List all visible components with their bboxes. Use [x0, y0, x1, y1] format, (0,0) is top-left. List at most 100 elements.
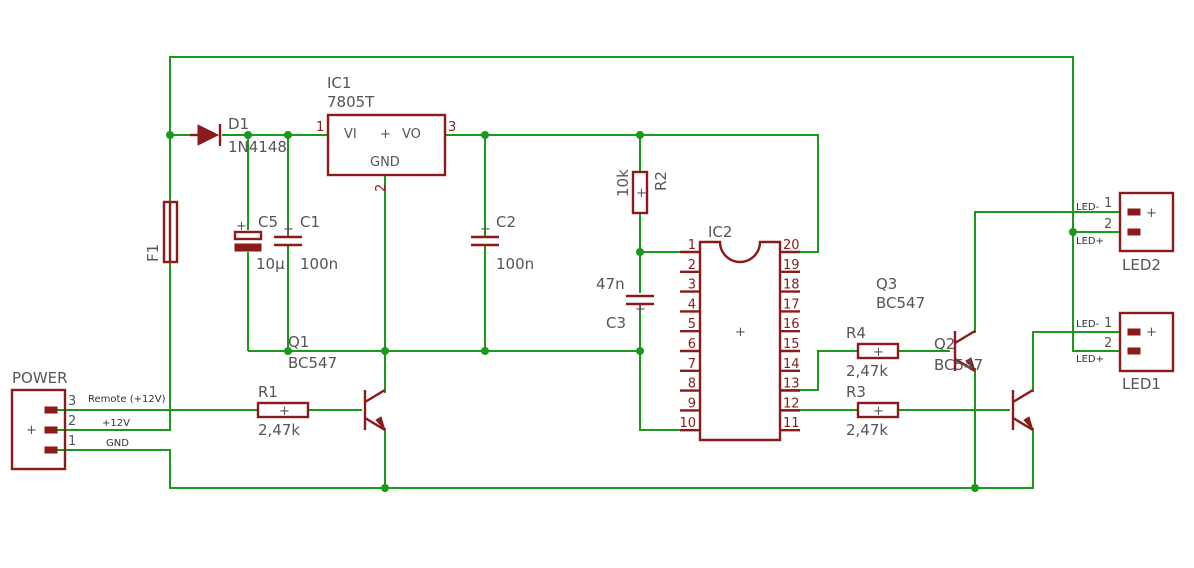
led2-pin2: 2 — [1104, 217, 1112, 232]
power-net-12v: +12V — [102, 418, 130, 429]
ic2-pin-number: 13 — [783, 377, 800, 392]
wires — [45, 56, 1120, 489]
ic2-pin-number: 1 — [688, 238, 696, 253]
led1-pin1: 1 — [1104, 316, 1112, 331]
ic1-pin-vi: VI — [344, 127, 357, 142]
c3-value: 47n — [596, 275, 625, 293]
d1-name: D1 — [228, 115, 249, 133]
fuse-f1: F1 — [144, 200, 179, 264]
ic2-pin-number: 11 — [783, 416, 800, 431]
resistor-r3: + R3 2,47k — [846, 383, 900, 439]
q1-name: Q1 — [288, 333, 309, 351]
ic2-pin-number: 15 — [783, 337, 800, 352]
ic2-pin-number: 6 — [688, 337, 696, 352]
svg-text:+: + — [635, 302, 646, 317]
led1-connector: + LED1 1 2 LED- LED+ — [1076, 311, 1175, 393]
led2-name: LED2 — [1122, 256, 1161, 274]
ic2-pin-number: 18 — [783, 278, 800, 293]
resistor-r4: + R4 2,47k — [846, 324, 900, 380]
c2-value: 100n — [496, 255, 534, 273]
d1-value: 1N4148 — [228, 138, 287, 156]
capacitor-c5: + C5 10µ — [233, 213, 285, 273]
ic2-pin-number: 12 — [783, 396, 800, 411]
ic1-pin3: 3 — [448, 120, 456, 135]
power-name: POWER — [12, 369, 68, 387]
r2-name: R2 — [652, 171, 670, 191]
capacitor-c2: + C2 100n — [471, 213, 534, 273]
svg-text:+: + — [279, 404, 290, 419]
c2-name: C2 — [496, 213, 516, 231]
svg-text:+: + — [380, 127, 391, 142]
transistor-q1: Q1 BC547 — [288, 333, 386, 432]
q2-name: Q2 — [934, 335, 955, 353]
ic2-pin-number: 4 — [688, 297, 696, 312]
led2-connector: + LED2 1 2 LED- LED+ — [1076, 191, 1175, 274]
c1-value: 100n — [300, 255, 338, 273]
power-pin1: 1 — [68, 434, 76, 449]
r1-value: 2,47k — [258, 421, 300, 439]
resistor-r2: + 10k R2 — [614, 169, 670, 215]
ic2-pin-number: 2 — [688, 258, 696, 273]
f1-name: F1 — [144, 244, 162, 262]
ic1-pin-vo: VO — [402, 127, 421, 142]
power-net-gnd: GND — [106, 438, 129, 449]
q2-value: BC547 — [934, 356, 983, 374]
junction-dots — [166, 131, 1077, 492]
ic1-pin1: 1 — [316, 120, 324, 135]
r3-name: R3 — [846, 383, 866, 401]
capacitor-c1: + C1 100n — [274, 213, 338, 273]
svg-text:+: + — [236, 219, 247, 234]
ic1-name: IC1 — [327, 74, 351, 92]
q1-value: BC547 — [288, 354, 337, 372]
led1-net-plus: LED+ — [1076, 354, 1104, 365]
ic2-pin-number: 7 — [688, 357, 696, 372]
ic2-name: IC2 — [708, 223, 732, 241]
r3-value: 2,47k — [846, 421, 888, 439]
diode-d1: D1 1N4148 — [190, 115, 287, 156]
svg-text:+: + — [1146, 206, 1157, 221]
svg-text:+: + — [26, 423, 37, 438]
power-connector: + POWER 3 2 1 Remote (+12V) +12V GND — [10, 369, 166, 471]
power-pin2: 2 — [68, 414, 76, 429]
q3-name: Q3 — [876, 275, 897, 293]
c5-name: C5 — [258, 213, 278, 231]
svg-text:+: + — [873, 345, 884, 360]
ic2-pin-number: 19 — [783, 258, 800, 273]
c3-name: C3 — [606, 314, 626, 332]
r2-value: 10k — [614, 169, 632, 197]
r4-value: 2,47k — [846, 362, 888, 380]
transistor-q3: Q3 BC547 — [876, 275, 976, 373]
led2-net-minus: LED- — [1076, 202, 1100, 213]
svg-text:+: + — [480, 222, 491, 237]
ic2-pin-number: 16 — [783, 317, 800, 332]
q3-value: BC547 — [876, 294, 925, 312]
svg-text:+: + — [735, 325, 746, 340]
transistor-q2: Q2 BC547 — [934, 335, 1034, 432]
svg-text:+: + — [636, 186, 647, 201]
led1-net-minus: LED- — [1076, 319, 1100, 330]
c5-value: 10µ — [256, 255, 285, 273]
ic2-pin-number: 9 — [688, 396, 696, 411]
svg-text:+: + — [283, 222, 294, 237]
ic1-value: 7805T — [327, 93, 375, 111]
regulator-ic1: IC1 7805T VI + VO GND 1 3 2 — [316, 74, 456, 192]
ic2-pin-number: 14 — [783, 357, 800, 372]
power-pin3: 3 — [68, 394, 76, 409]
ic2-pin-number: 10 — [679, 416, 696, 431]
led1-pin2: 2 — [1104, 336, 1112, 351]
power-net-remote: Remote (+12V) — [88, 394, 166, 405]
r4-name: R4 — [846, 324, 866, 342]
resistor-r1: + R1 2,47k — [256, 383, 310, 439]
svg-text:+: + — [1146, 325, 1157, 340]
ic2-pin-number: 8 — [688, 377, 696, 392]
led1-name: LED1 — [1122, 375, 1161, 393]
led2-pin1: 1 — [1104, 196, 1112, 211]
c1-name: C1 — [300, 213, 320, 231]
ic1-pin-gnd: GND — [370, 155, 400, 170]
r1-name: R1 — [258, 383, 278, 401]
led2-net-plus: LED+ — [1076, 236, 1104, 247]
